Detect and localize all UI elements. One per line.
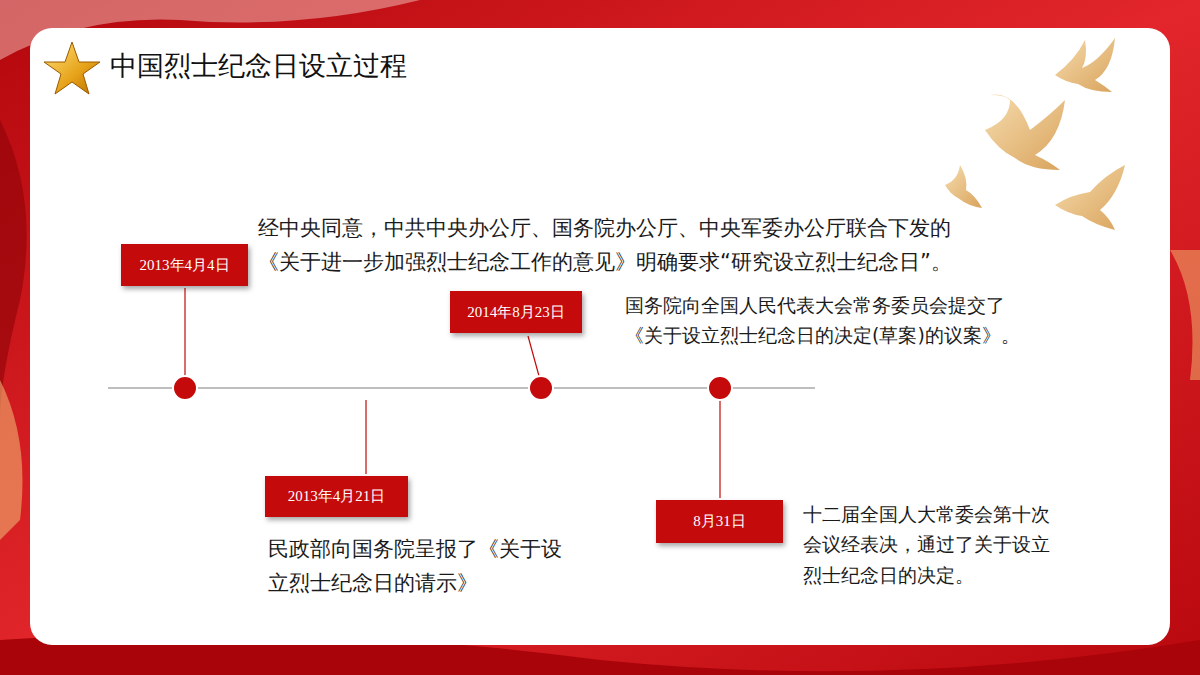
date-text: 2014年8月23日	[467, 303, 565, 322]
date-text: 2013年4月21日	[288, 487, 386, 506]
event-description: 民政部向国务院呈报了《关于设 立烈士纪念日的请示》	[268, 533, 648, 600]
white-panel	[30, 28, 1170, 645]
event-description: 经中央同意，中共中央办公厅、国务院办公厅、中央军委办公厅联合下发的 《关于进一步…	[258, 212, 1158, 279]
left-ribbon	[0, 120, 27, 420]
date-box: 8月31日	[656, 500, 783, 543]
leader-line	[528, 336, 539, 376]
date-box: 2014年8月23日	[450, 291, 582, 333]
doves	[945, 38, 1125, 230]
timeline-dots	[173, 376, 732, 400]
right-ornament	[1170, 250, 1200, 380]
leader-line	[365, 400, 366, 474]
date-text: 8月31日	[693, 512, 746, 531]
event-description: 国务院向全国人民代表大会常务委员会提交了 《关于设立烈士纪念日的决定(草案)的议…	[625, 290, 1165, 351]
star-icon	[44, 42, 100, 94]
left-flower	[0, 380, 23, 540]
date-box: 2013年4月21日	[265, 476, 408, 517]
date-box: 2013年4月4日	[121, 244, 248, 286]
leader-line	[184, 288, 185, 376]
event-description: 十二届全国人大常委会第十次 会议经表决，通过了关于设立 烈士纪念日的决定。	[803, 499, 1163, 590]
slide-title: 中国烈士纪念日设立过程	[110, 48, 407, 84]
leader-line	[719, 400, 720, 498]
date-text: 2013年4月4日	[140, 256, 230, 275]
